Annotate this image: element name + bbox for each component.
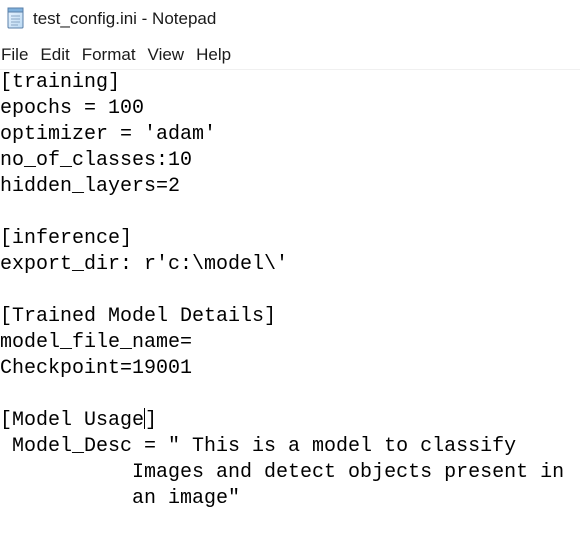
text-line: hidden_layers=2 — [0, 175, 181, 198]
text-line: Model_Desc = " This is a model to classi… — [0, 435, 517, 458]
text-line: [training] — [0, 71, 121, 94]
window-title: test_config.ini - Notepad — [33, 9, 217, 28]
menu-edit[interactable]: Edit — [40, 45, 70, 64]
text-line: no_of_classes:10 — [0, 149, 193, 172]
title-bar[interactable]: test_config.ini - Notepad — [0, 0, 580, 38]
text-line: [Trained Model Details] — [0, 305, 277, 328]
text-line: model_file_name= — [0, 331, 193, 354]
text-line: Checkpoint=19001 — [0, 357, 193, 380]
menu-help[interactable]: Help — [196, 45, 232, 64]
text-caret — [144, 408, 146, 429]
text-line: optimizer = 'adam' — [0, 123, 217, 146]
text-line: export_dir: r'c:\model\' — [0, 253, 289, 276]
text-line: an image" — [0, 487, 241, 510]
menu-bar: File Edit Format View Help — [0, 42, 580, 68]
text-line: epochs = 100 — [0, 97, 145, 120]
text-line: Images and detect objects present in — [0, 461, 565, 484]
menu-divider — [0, 69, 580, 70]
notepad-icon — [6, 7, 26, 29]
menu-format[interactable]: Format — [81, 45, 136, 64]
text-editor[interactable]: [training] epochs = 100 optimizer = 'adam'… — [0, 70, 580, 560]
menu-view[interactable]: View — [147, 45, 185, 64]
text-line: [inference] — [0, 227, 133, 250]
text-line: [Model Usage] — [0, 408, 158, 432]
menu-file[interactable]: File — [1, 45, 29, 64]
